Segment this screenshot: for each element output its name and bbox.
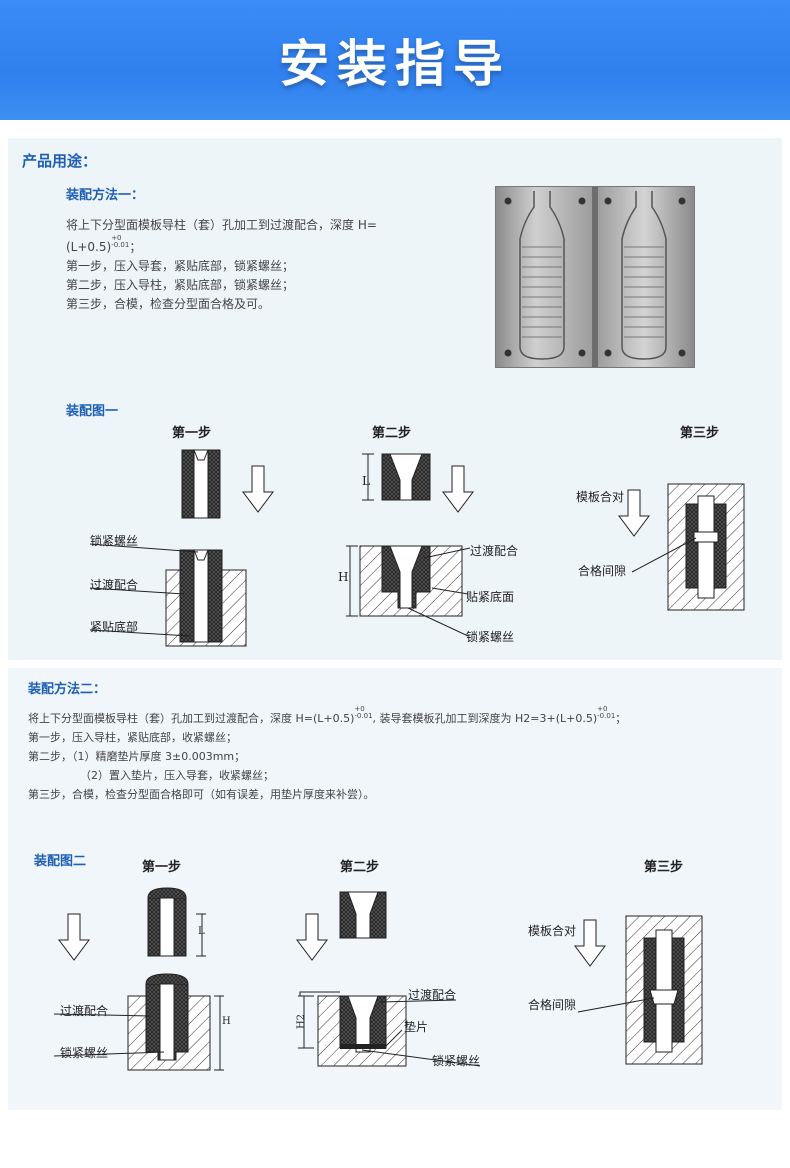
fig2-label-mold-close: 模板合对 [528,924,577,938]
fig2-dim-L: L [198,926,205,937]
fig1-step2-title: 第二步 [372,426,412,441]
fig1-step1-title: 第一步 [172,426,212,441]
method-one-text: 将上下分型面模板导柱（套）孔加工到过渡配合，深度 H= (L+0.5)+0-0.… [66,216,377,314]
fig2-step1-title: 第一步 [142,860,182,875]
fig2-label-lock-screw: 锁紧螺丝 [60,1046,109,1060]
fig1-dim-H: H [338,570,349,584]
fig1-step1-drawing [89,449,274,647]
method-one-line-1: 将上下分型面模板导柱（套）孔加工到过渡配合，深度 H= [66,218,377,232]
method-two-line-4: （2）置入垫片，压入导套，收紧螺丝； [80,769,274,782]
fig1-label-lock-screw: 锁紧螺丝 [90,534,139,548]
fig2-step1-drawing [53,887,224,1071]
method-two-line-1b: , 装导套模板孔加工到深度为 H2=3+(L+0.5) [372,712,598,725]
fig1-label-lock-screw-2: 锁紧螺丝 [466,630,515,644]
tolerance-b-lower: -0.01 [597,712,616,720]
method-one-line-2: (L+0.5)+0-0.01； [66,235,377,257]
fig2-label-shim: 垫片 [404,1020,429,1034]
product-usage-heading: 产品用途： [22,152,98,170]
method-two-line-3: 第二步，（1）精磨垫片厚度 3±0.003mm； [28,750,246,763]
tolerance-a-upper: +0 [354,705,365,713]
fig2-label-gap: 合格间隙 [528,998,577,1012]
fig1-step3-drawing [618,483,745,611]
method-two-text: 将上下分型面模板导柱（套）孔加工到过渡配合，深度 H=(L+0.5)+0-0.0… [28,706,626,804]
tolerance: +0-0.01 [111,235,129,249]
figure-two-title: 装配图二 [34,854,87,869]
figure-one-title: 装配图一 [66,404,119,419]
method-one-line-4: 第二步，压入导柱，紧贴底部，锁紧螺丝； [66,278,295,292]
fig2-dim-H2: H2 [296,1013,308,1030]
fig2-label-transition-fit: 过渡配合 [60,1004,109,1018]
tolerance-lower: -0.01 [111,241,130,249]
method-one-line-3: 第一步，压入导套，紧贴底部，锁紧螺丝； [66,259,295,273]
tolerance-b-upper: +0 [597,705,608,713]
line-end: ； [129,240,142,254]
page-title: 安装指导 [279,35,511,93]
fig2-step2-drawing [296,891,481,1067]
tolerance-a-lower: -0.01 [354,712,373,720]
bottle-mold-drawing [504,187,686,367]
fig1-label-mold-close: 模板合对 [576,490,625,504]
fig1-label-gap: 合格间隙 [578,564,627,578]
fig2-step3-title: 第三步 [644,860,684,875]
tolerance-a: +0-0.01 [354,706,372,720]
fig2-label-transition-fit-2: 过渡配合 [408,988,457,1002]
fig2-step3-drawing [574,915,703,1065]
tolerance-upper: +0 [111,234,122,242]
method-two-line-5: 第三步，合模，检查分型面合格即可（如有误差，用垫片厚度来补尝）。 [28,788,375,801]
method-one-title: 装配方法一： [66,188,145,203]
fig1-step3-title: 第三步 [680,426,720,441]
page-banner: 安装指导 [0,0,790,120]
fig1-step2-drawing [346,453,474,637]
fig1-label-surface-tight: 贴紧底面 [466,590,515,604]
fig1-label-transition-fit: 过渡配合 [90,578,139,592]
fig2-step2-title: 第二步 [340,860,380,875]
fig2-label-lock-screw-2: 锁紧螺丝 [432,1054,481,1068]
fig1-dim-L: L [362,474,370,488]
method-two-line-1: 将上下分型面模板导柱（套）孔加工到过渡配合，深度 H=(L+0.5)+0-0.0… [28,706,626,728]
method-two-line-2: 第一步，压入导柱，紧贴底部，收紧螺丝； [28,731,237,744]
fig1-label-transition-fit-2: 过渡配合 [470,544,519,558]
method-one-line-5: 第三步，合模，检查分型面合格及可。 [66,297,271,311]
fig1-label-bottom-tight: 紧贴底部 [90,620,139,634]
method-two-line-1a: 将上下分型面模板导柱（套）孔加工到过渡配合，深度 H=(L+0.5) [28,712,355,725]
line-end-2: ； [615,712,627,725]
method-two-title: 装配方法二： [28,682,107,697]
fig2-dim-H: H [222,1016,231,1027]
tolerance-b: +0-0.01 [597,706,615,720]
mold-photo [495,186,695,368]
depth-formula: (L+0.5) [66,240,112,254]
